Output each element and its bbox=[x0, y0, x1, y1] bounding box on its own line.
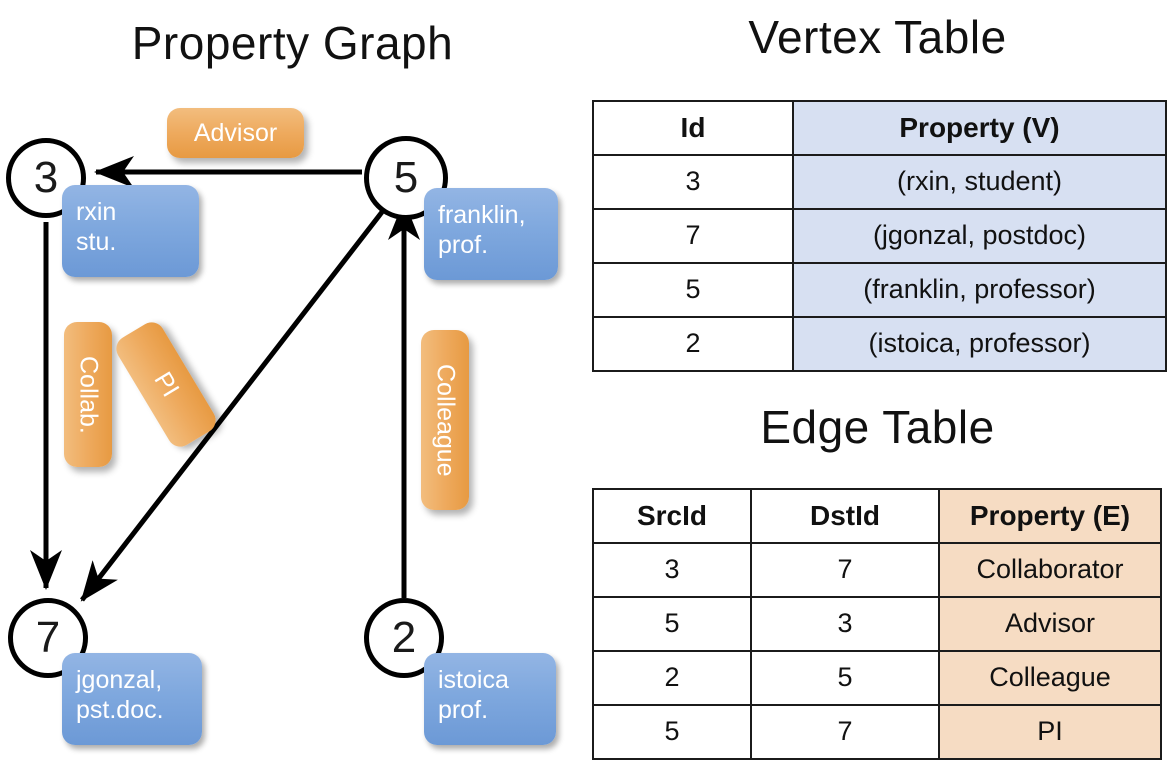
node-property-box-5[interactable]: franklin, prof. bbox=[424, 188, 558, 280]
table-row[interactable]: 2 5 Colleague bbox=[592, 650, 1162, 706]
table-row[interactable]: 5 3 Advisor bbox=[592, 596, 1162, 652]
edge-label-colleague-text: Colleague bbox=[431, 363, 460, 477]
node-property-5-line1: franklin, bbox=[438, 201, 526, 229]
vertex-table-header-row: Id Property (V) bbox=[592, 100, 1167, 156]
node-property-2-line1: istoica bbox=[438, 666, 509, 694]
edge-cell-property: Colleague bbox=[938, 650, 1162, 706]
graph-node-2-label: 2 bbox=[391, 613, 417, 662]
vertex-cell-id: 2 bbox=[592, 316, 794, 372]
page-title-edge-table: Edge Table bbox=[760, 401, 995, 453]
edge-table: SrcId DstId Property (E) 3 7 Collaborato… bbox=[592, 488, 1162, 760]
page-title-property-graph: Property Graph bbox=[131, 17, 454, 69]
vertex-cell-id: 7 bbox=[592, 208, 794, 264]
table-row[interactable]: 5 7 PI bbox=[592, 704, 1162, 760]
edge-cell-property: Collaborator bbox=[938, 542, 1162, 598]
node-property-5-line2: prof. bbox=[438, 231, 489, 259]
edge-cell-dstid: 5 bbox=[750, 650, 940, 706]
node-property-3-line1: rxin bbox=[76, 198, 117, 226]
edge-table-header-row: SrcId DstId Property (E) bbox=[592, 488, 1162, 544]
table-row[interactable]: 3 7 Collaborator bbox=[592, 542, 1162, 598]
edge-cell-property: PI bbox=[938, 704, 1162, 760]
property-graph-diagram: 3 5 7 2 rxin stu. franklin, prof. jgonza… bbox=[6, 108, 558, 745]
edge-label-advisor-text: Advisor bbox=[193, 118, 278, 147]
vertex-cell-property: (franklin, professor) bbox=[792, 262, 1167, 318]
edge-cell-dstid: 7 bbox=[750, 704, 940, 760]
node-property-3-line2: stu. bbox=[76, 228, 117, 256]
edge-label-advisor[interactable]: Advisor bbox=[167, 108, 304, 158]
edge-table-header-dstid: DstId bbox=[750, 488, 940, 544]
table-row[interactable]: 7 (jgonzal, postdoc) bbox=[592, 208, 1167, 264]
graph-node-3-label: 3 bbox=[33, 153, 59, 202]
edge-cell-dstid: 3 bbox=[750, 596, 940, 652]
edge-cell-srcid: 3 bbox=[592, 542, 752, 598]
node-property-7-line1: jgonzal, bbox=[76, 666, 163, 694]
edge-line-5-to-7 bbox=[80, 210, 384, 602]
graph-node-5-label: 5 bbox=[393, 153, 419, 202]
node-property-box-3[interactable]: rxin stu. bbox=[62, 185, 199, 277]
edge-cell-srcid: 2 bbox=[592, 650, 752, 706]
vertex-cell-property: (jgonzal, postdoc) bbox=[792, 208, 1167, 264]
edge-label-collab[interactable]: Collab. bbox=[64, 322, 112, 467]
node-property-box-2[interactable]: istoica prof. bbox=[424, 653, 556, 745]
vertex-table-header-id: Id bbox=[592, 100, 794, 156]
edge-label-colleague[interactable]: Colleague bbox=[421, 330, 469, 510]
table-row[interactable]: 2 (istoica, professor) bbox=[592, 316, 1167, 372]
graph-node-7-label: 7 bbox=[35, 613, 61, 662]
node-property-7-line2: pst.doc. bbox=[76, 696, 164, 724]
table-row[interactable]: 3 (rxin, student) bbox=[592, 154, 1167, 210]
vertex-table-header-property: Property (V) bbox=[792, 100, 1167, 156]
table-row[interactable]: 5 (franklin, professor) bbox=[592, 262, 1167, 318]
graph-edges-svg bbox=[30, 156, 420, 602]
vertex-cell-property: (rxin, student) bbox=[792, 154, 1167, 210]
edge-cell-srcid: 5 bbox=[592, 596, 752, 652]
edge-label-pi-text: PI bbox=[148, 366, 185, 402]
page-title-vertex-table: Vertex Table bbox=[748, 11, 1007, 63]
edge-table-header-srcid: SrcId bbox=[592, 488, 752, 544]
edge-cell-property: Advisor bbox=[938, 596, 1162, 652]
node-property-2-line2: prof. bbox=[438, 696, 489, 724]
edge-label-collab-text: Collab. bbox=[74, 355, 103, 434]
vertex-table: Id Property (V) 3 (rxin, student) 7 (jgo… bbox=[592, 100, 1167, 372]
vertex-cell-property: (istoica, professor) bbox=[792, 316, 1167, 372]
edge-cell-srcid: 5 bbox=[592, 704, 752, 760]
edge-cell-dstid: 7 bbox=[750, 542, 940, 598]
vertex-cell-id: 5 bbox=[592, 262, 794, 318]
edge-table-header-property: Property (E) bbox=[938, 488, 1162, 544]
graph-node-2[interactable]: 2 bbox=[364, 598, 444, 678]
node-property-box-7[interactable]: jgonzal, pst.doc. bbox=[62, 653, 202, 745]
vertex-cell-id: 3 bbox=[592, 154, 794, 210]
